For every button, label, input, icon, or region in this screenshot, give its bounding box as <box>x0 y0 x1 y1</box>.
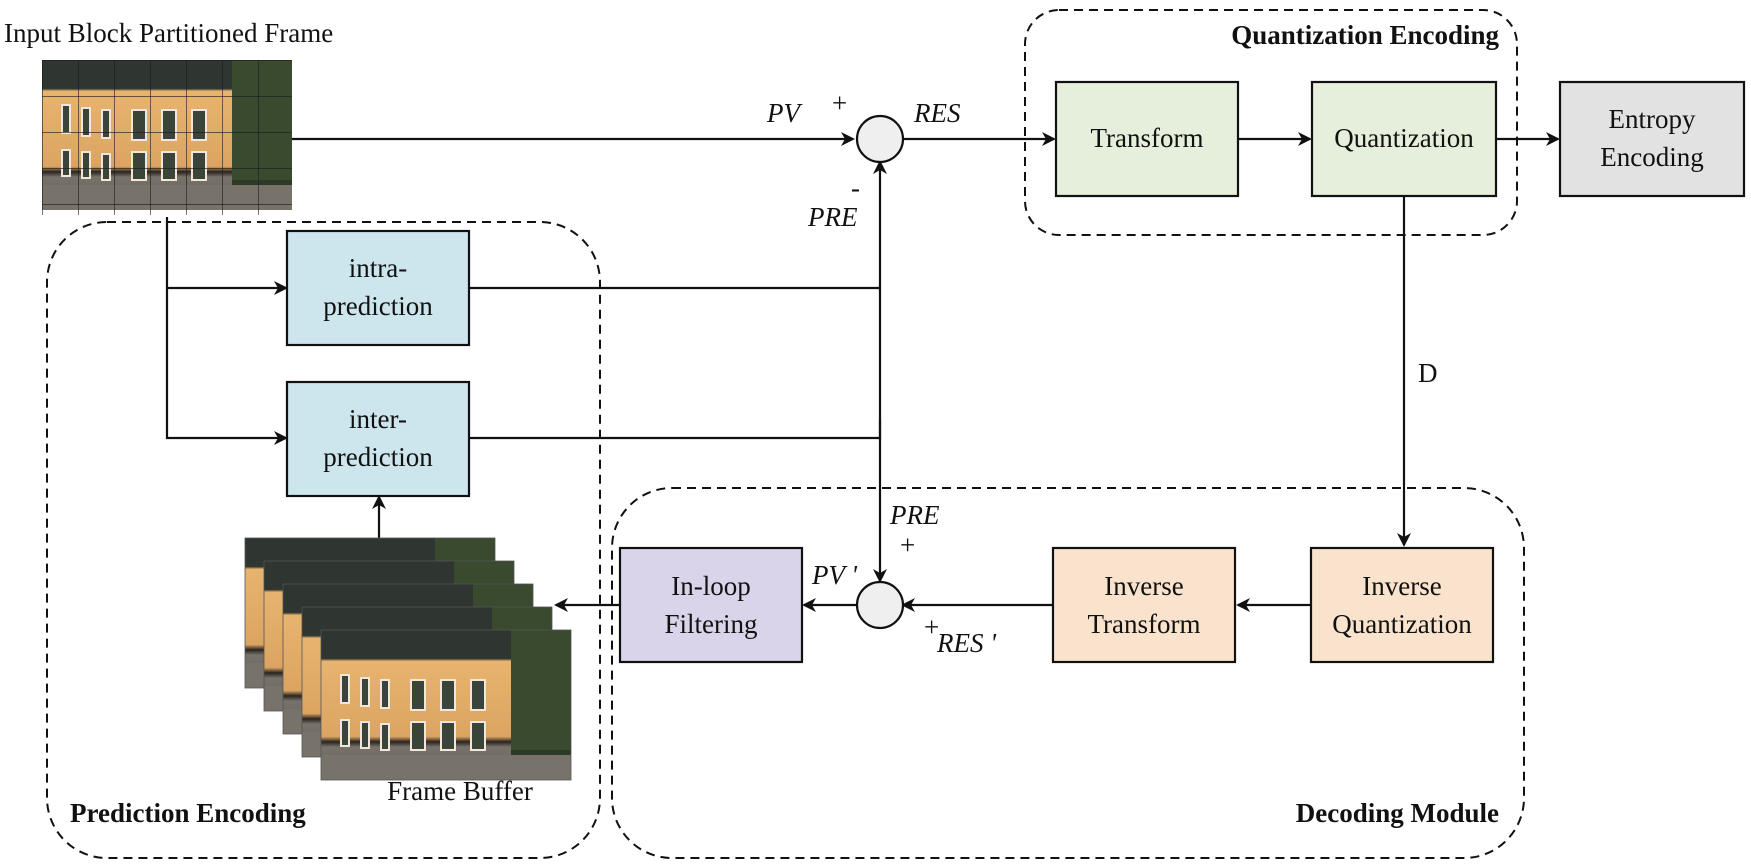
frame-buffer-frame <box>320 629 572 781</box>
intra-prediction-block: intra- prediction <box>285 229 471 347</box>
inter-prediction-block: inter- prediction <box>285 380 471 498</box>
svg-text:Quantization: Quantization <box>1332 609 1472 639</box>
svg-text:Encoding: Encoding <box>1600 142 1703 172</box>
svg-text:Inverse: Inverse <box>1104 571 1183 601</box>
add-node <box>855 580 905 630</box>
pv-label: PV <box>766 98 803 128</box>
decoding-module-title: Decoding Module <box>1296 798 1499 828</box>
svg-text:prediction: prediction <box>323 291 433 321</box>
svg-text:prediction: prediction <box>323 442 433 472</box>
res-label: RES <box>913 98 961 128</box>
quantization-encoding-group <box>1024 9 1518 236</box>
svg-text:Filtering: Filtering <box>665 609 758 639</box>
prediction-encoding-group <box>46 221 601 859</box>
res-plus-sign: + <box>924 612 939 642</box>
subtract-node <box>855 114 905 164</box>
svg-text:Entropy: Entropy <box>1609 104 1696 134</box>
svg-text:In-loop: In-loop <box>671 571 750 601</box>
frame-buffer-stack <box>244 537 572 781</box>
inverse-quantization-block: Inverse Quantization <box>1309 546 1495 664</box>
input-to-inter-wire <box>165 217 288 445</box>
inverse-transform-block: Inverse Transform <box>1051 546 1237 664</box>
svg-text:Transform: Transform <box>1090 123 1203 153</box>
quantization-block: Quantization <box>1310 80 1498 198</box>
input-frame-image <box>41 59 293 215</box>
d-label: D <box>1418 358 1438 388</box>
pv-prime-label: PV ' <box>811 560 858 590</box>
decoding-module-group <box>611 487 1525 859</box>
frame-buffer-frame-border <box>320 629 572 781</box>
svg-text:inter-: inter- <box>349 404 407 434</box>
svg-text:Quantization: Quantization <box>1334 123 1474 153</box>
svg-text:Transform: Transform <box>1087 609 1200 639</box>
transform-block: Transform <box>1054 80 1240 198</box>
svg-text:Inverse: Inverse <box>1362 571 1441 601</box>
prediction-encoding-title: Prediction Encoding <box>70 798 306 828</box>
pre-plus-sign: + <box>900 530 915 560</box>
pre-minus-sign: - <box>851 173 860 203</box>
frame-buffer-label: Frame Buffer <box>387 776 533 806</box>
svg-text:intra-: intra- <box>349 253 407 283</box>
pre-bottom-label: PRE <box>889 500 940 530</box>
entropy-encoding-block: Entropy Encoding <box>1558 80 1746 198</box>
res-prime-label: RES ' <box>936 628 997 658</box>
pre-top-label: PRE <box>807 202 858 232</box>
input-frame-label: Input Block Partitioned Frame <box>4 18 333 48</box>
in-loop-filtering-block: In-loop Filtering <box>618 546 804 664</box>
quantization-encoding-title: Quantization Encoding <box>1231 20 1499 50</box>
pv-plus-sign: + <box>832 88 847 118</box>
